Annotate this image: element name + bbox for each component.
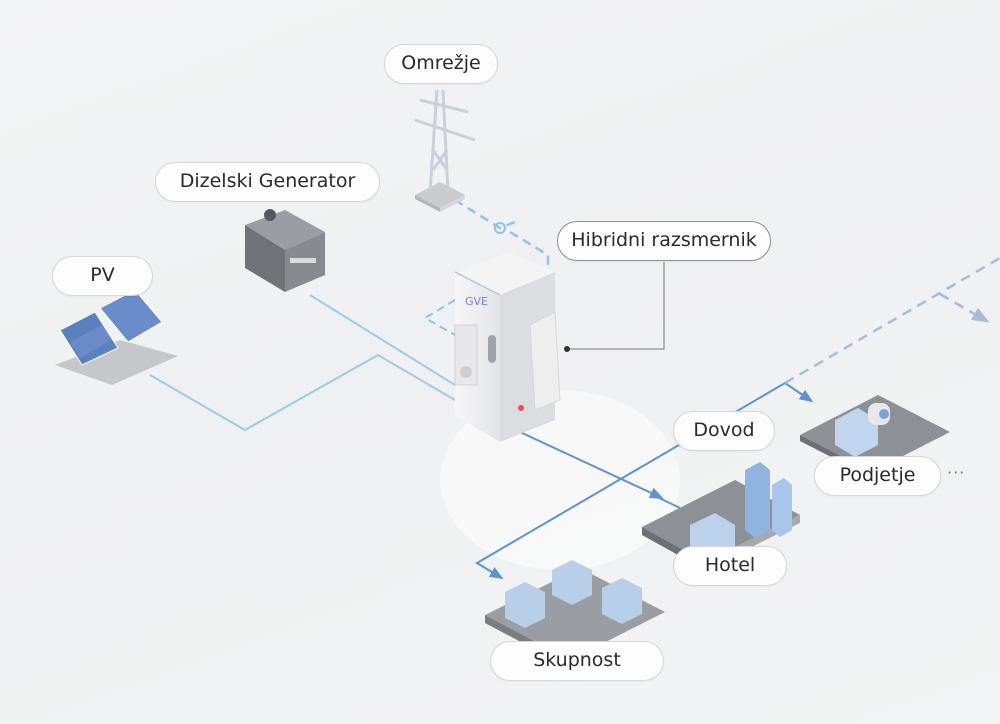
company-buildings-icon	[800, 395, 950, 478]
grid-connection-line	[454, 198, 516, 230]
extension-dashed-line	[784, 256, 1000, 385]
diesel-generator-label: Dizelski Generator	[155, 162, 380, 202]
grid-label: Omrežje	[384, 44, 498, 84]
more-indicator: ···	[947, 463, 966, 482]
community-label: Skupnost	[490, 641, 664, 681]
diesel-connection-line	[309, 294, 456, 386]
pv-connection-line	[149, 353, 456, 432]
inverter-label: Hibridni razsmernik	[557, 221, 771, 261]
company-feed-line	[784, 382, 814, 403]
hotel-feed-line-2	[654, 495, 681, 509]
extension-dashed-branch	[939, 292, 990, 323]
inverter-callout-dot	[564, 346, 570, 352]
company-label: Podjetje	[814, 456, 941, 496]
solar-panel-icon	[55, 289, 178, 385]
transmission-tower-icon	[414, 89, 476, 212]
grid-switch-icon	[494, 222, 506, 234]
hotel-label: Hotel	[673, 546, 787, 586]
inverter-dashed-line	[423, 299, 456, 336]
diesel-generator-icon	[245, 209, 325, 292]
hotel-feed-line	[519, 431, 664, 499]
grid-connection-line-2	[509, 230, 550, 265]
inverter-brand-logo: GVE	[465, 295, 488, 308]
feed-label: Dovod	[673, 411, 775, 451]
hotel-buildings-icon	[642, 462, 800, 570]
pv-label: PV	[52, 256, 153, 296]
hybrid-inverter-cabinet-icon: GVE	[454, 252, 561, 442]
inverter-callout-line	[567, 262, 665, 350]
